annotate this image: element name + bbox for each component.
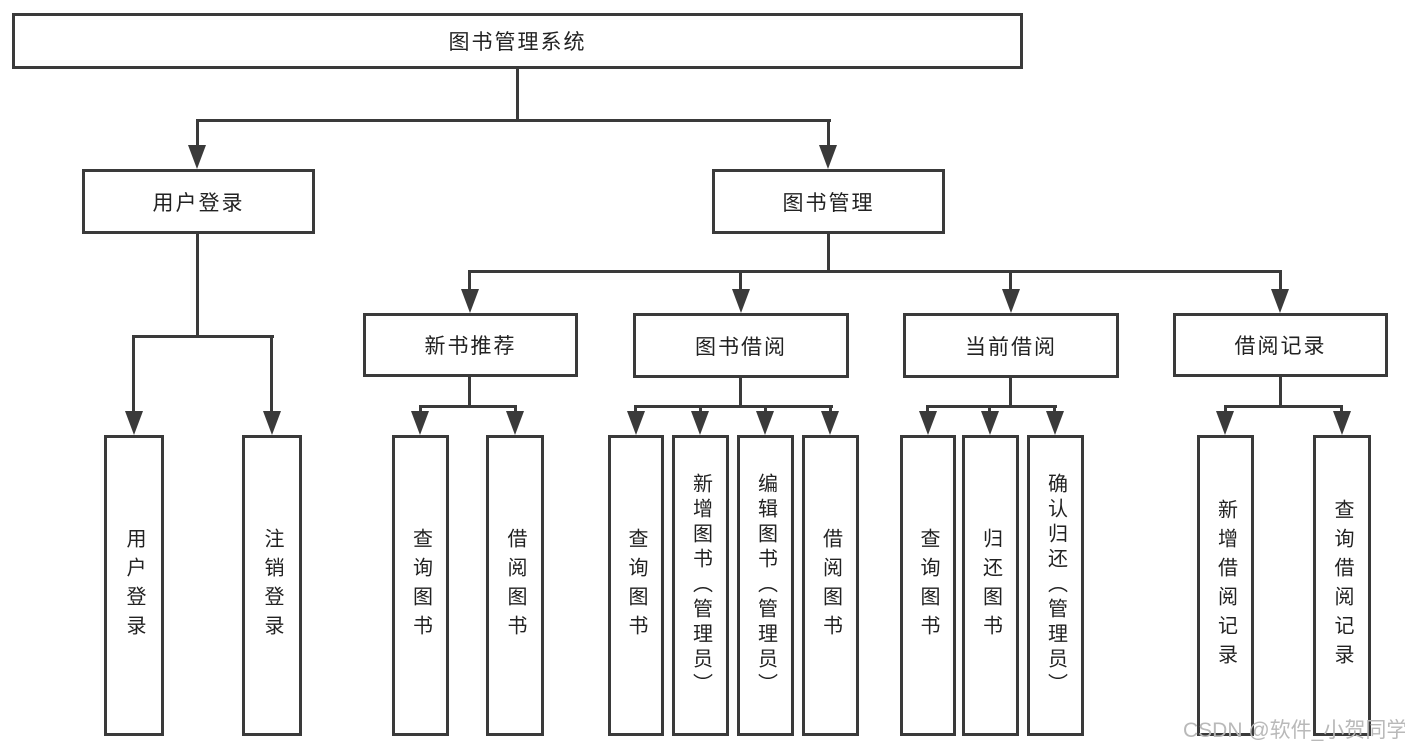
connector-drop-user-login bbox=[196, 119, 199, 147]
node-user-login: 用户登录 bbox=[82, 169, 315, 234]
node-label: 图书借阅 bbox=[695, 335, 787, 359]
arrowhead-book-mgmt bbox=[819, 145, 837, 169]
node-root-library-management-system: 图书管理系统 bbox=[12, 13, 1023, 69]
connector-drop-book-borrow bbox=[739, 270, 742, 292]
arrowhead-query-books-2 bbox=[627, 411, 645, 435]
connector-book-borrow-stem bbox=[739, 377, 742, 408]
arrowhead-add-borrow-record bbox=[1216, 411, 1234, 435]
connector-drop bbox=[926, 405, 929, 415]
connector-book-mgmt-split bbox=[469, 270, 1282, 273]
arrowhead-borrow-records bbox=[1271, 289, 1289, 313]
arrowhead-leaf-logout bbox=[263, 411, 281, 435]
connector-drop bbox=[699, 405, 702, 415]
connector-drop-book-mgmt bbox=[827, 119, 830, 147]
leaf-return-books: 归还图书 bbox=[962, 435, 1019, 736]
connector-current-borrow-stem bbox=[1009, 377, 1012, 408]
node-label: 当前借阅 bbox=[965, 335, 1057, 359]
leaf-logout: 注销登录 bbox=[242, 435, 302, 736]
arrowhead-book-borrow bbox=[732, 289, 750, 313]
node-label: 图书管理 bbox=[782, 191, 875, 215]
connector-drop-leaf-login bbox=[132, 335, 135, 413]
connector-borrow-records-split bbox=[1224, 405, 1343, 408]
connector-user-login-stem bbox=[196, 233, 199, 338]
leaf-label: 新增图书（管理员） bbox=[689, 473, 712, 698]
connector-drop bbox=[764, 405, 767, 415]
connector-drop bbox=[1224, 405, 1227, 415]
node-label: 新书推荐 bbox=[424, 335, 517, 358]
connector-drop-new-book bbox=[468, 270, 471, 292]
connector-root-stem bbox=[516, 68, 519, 121]
connector-root-split bbox=[196, 119, 831, 122]
leaf-label: 借阅图书 bbox=[504, 527, 526, 644]
leaf-query-books-borrowing: 查询图书 bbox=[608, 435, 664, 736]
arrowhead-borrow-books-1 bbox=[506, 411, 524, 435]
leaf-label: 注销登录 bbox=[261, 527, 283, 644]
connector-drop bbox=[829, 405, 832, 415]
node-borrowing-records: 借阅记录 bbox=[1173, 313, 1388, 377]
arrowhead-new-book bbox=[461, 289, 479, 313]
node-new-book-recommendation: 新书推荐 bbox=[363, 313, 578, 377]
arrowhead-current-borrow bbox=[1002, 289, 1020, 313]
leaf-query-books-current: 查询图书 bbox=[900, 435, 956, 736]
node-book-management: 图书管理 bbox=[712, 169, 945, 234]
leaf-add-books-admin: 新增图书（管理员） bbox=[672, 435, 729, 736]
connector-new-book-split bbox=[419, 405, 517, 408]
arrowhead-query-books-1 bbox=[411, 411, 429, 435]
arrowhead-user-login bbox=[188, 145, 206, 169]
connector-book-borrow-split bbox=[634, 405, 833, 408]
leaf-borrow-books-newrec: 借阅图书 bbox=[486, 435, 544, 736]
leaf-label: 新增借阅记录 bbox=[1214, 498, 1237, 673]
connector-drop-leaf-logout bbox=[270, 335, 273, 413]
connector-drop bbox=[419, 405, 422, 415]
connector-drop-current-borrow bbox=[1009, 270, 1012, 292]
node-book-borrowing: 图书借阅 bbox=[633, 313, 849, 378]
csdn-watermark: CSDN @软件_小贺同学 bbox=[1183, 719, 1405, 742]
arrowhead-add-books bbox=[691, 411, 709, 435]
arrowhead-query-borrow-record bbox=[1333, 411, 1351, 435]
arrowhead-query-books-3 bbox=[919, 411, 937, 435]
leaf-edit-books-admin: 编辑图书（管理员） bbox=[737, 435, 794, 736]
leaf-borrow-books-borrowing: 借阅图书 bbox=[802, 435, 859, 736]
node-label: 用户登录 bbox=[152, 191, 245, 215]
connector-drop-borrow-records bbox=[1279, 270, 1282, 292]
leaf-label: 查询图书 bbox=[409, 527, 432, 644]
arrowhead-leaf-login bbox=[125, 411, 143, 435]
leaf-label: 查询借阅记录 bbox=[1331, 498, 1353, 673]
connector-drop bbox=[1053, 405, 1056, 415]
leaf-label: 查询图书 bbox=[625, 527, 647, 644]
leaf-label: 确认归还（管理员） bbox=[1044, 473, 1067, 698]
connector-current-borrow-split bbox=[926, 405, 1057, 408]
connector-drop bbox=[634, 405, 637, 415]
connector-user-login-split bbox=[132, 335, 274, 338]
connector-new-book-stem bbox=[468, 377, 471, 408]
connector-drop bbox=[1340, 405, 1343, 415]
leaf-label: 用户登录 bbox=[123, 527, 145, 644]
connector-drop bbox=[988, 405, 991, 415]
connector-borrow-records-stem bbox=[1279, 377, 1282, 408]
arrowhead-confirm-return bbox=[1046, 411, 1064, 435]
arrowhead-borrow-books-2 bbox=[821, 411, 839, 435]
leaf-add-borrow-record: 新增借阅记录 bbox=[1197, 435, 1254, 736]
leaf-label: 借阅图书 bbox=[819, 527, 842, 644]
leaf-confirm-return-admin: 确认归还（管理员） bbox=[1027, 435, 1084, 736]
connector-drop bbox=[514, 405, 517, 415]
leaf-user-login: 用户登录 bbox=[104, 435, 164, 736]
node-label: 借阅记录 bbox=[1234, 335, 1327, 358]
node-label: 图书管理系统 bbox=[448, 31, 587, 54]
leaf-query-borrow-record: 查询借阅记录 bbox=[1313, 435, 1371, 736]
leaf-label: 查询图书 bbox=[917, 527, 939, 644]
connector-book-mgmt-stem bbox=[827, 233, 830, 273]
leaf-label: 归还图书 bbox=[979, 527, 1002, 644]
node-current-borrowing: 当前借阅 bbox=[903, 313, 1119, 378]
arrowhead-edit-books bbox=[756, 411, 774, 435]
leaf-label: 编辑图书（管理员） bbox=[754, 473, 777, 698]
leaf-query-books-newrec: 查询图书 bbox=[392, 435, 449, 736]
arrowhead-return-books bbox=[981, 411, 999, 435]
